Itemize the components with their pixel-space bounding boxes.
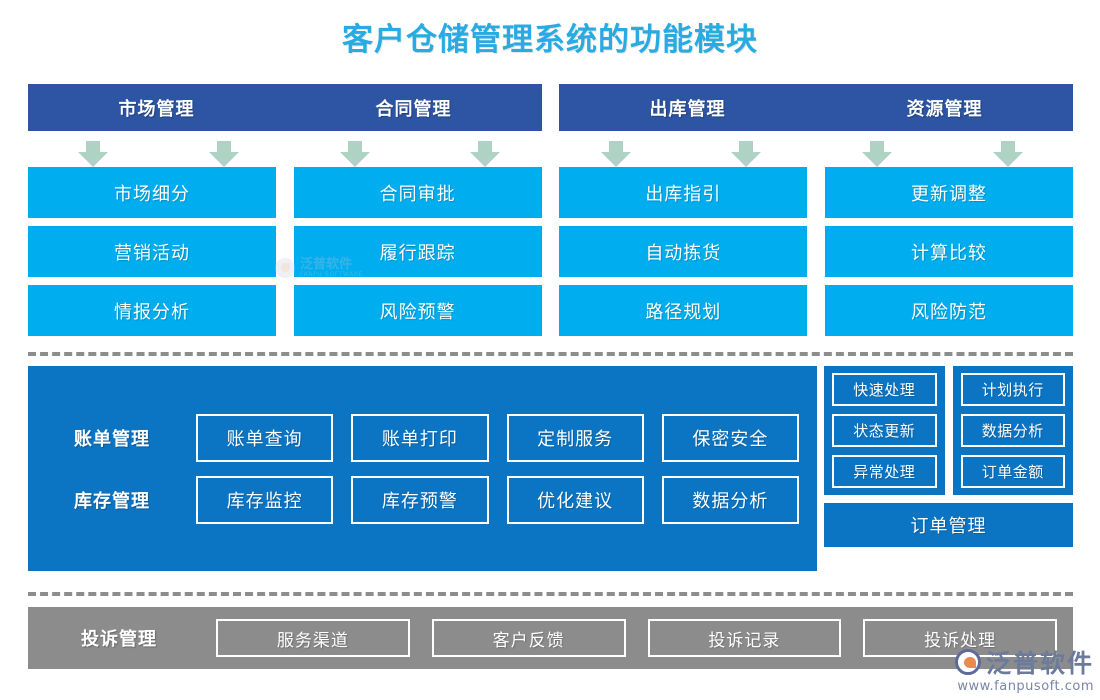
header-market-management[interactable]: 市场管理 <box>118 98 195 120</box>
module-box[interactable]: 营销活动 <box>28 226 276 277</box>
inventory-cell[interactable]: 库存预警 <box>351 475 489 524</box>
billing-cell[interactable]: 保密安全 <box>661 413 799 462</box>
module-column-contract: 合同审批 履行跟踪 风险预警 <box>293 167 542 336</box>
arrow-group-3 <box>551 141 812 167</box>
order-cell[interactable]: 数据分析 <box>960 414 1065 447</box>
module-column-outbound: 出库指引 自动拣货 路径规划 <box>559 167 808 336</box>
order-cell[interactable]: 快速处理 <box>832 373 937 406</box>
inventory-cell[interactable]: 库存监控 <box>196 475 334 524</box>
module-box[interactable]: 路径规划 <box>559 285 808 336</box>
diagram-canvas: 市场管理 合同管理 出库管理 资源管理 市场细分 营销活动 <box>28 0 1073 700</box>
middle-section: 账单管理 账单查询 账单打印 定制服务 保密安全 库存管理 库存监控 库存预警 … <box>28 366 1073 582</box>
complaint-cell[interactable]: 投诉记录 <box>647 619 842 657</box>
module-box[interactable]: 计算比较 <box>824 226 1073 277</box>
inventory-cell[interactable]: 数据分析 <box>661 475 799 524</box>
page-title: 客户仓储管理系统的功能模块 <box>342 22 758 58</box>
billing-cell[interactable]: 定制服务 <box>506 413 644 462</box>
complaint-section: 投诉管理 服务渠道 客户反馈 投诉记录 投诉处理 <box>28 607 1073 669</box>
divider-top <box>28 352 1073 356</box>
module-grid: 市场细分 营销活动 情报分析 合同审批 履行跟踪 风险预警 出库指引 自动拣货 … <box>28 167 1073 336</box>
arrow-down-icon <box>862 141 893 167</box>
header-bar-left: 市场管理 合同管理 <box>28 84 542 131</box>
module-box[interactable]: 出库指引 <box>559 167 808 218</box>
arrow-down-icon <box>992 141 1023 167</box>
billing-cell[interactable]: 账单打印 <box>351 413 489 462</box>
arrow-down-icon <box>470 141 501 167</box>
arrow-down-icon <box>731 141 762 167</box>
order-cell[interactable]: 状态更新 <box>832 414 937 447</box>
module-box[interactable]: 情报分析 <box>28 285 276 336</box>
complaint-cell[interactable]: 投诉处理 <box>863 619 1057 657</box>
module-box[interactable]: 市场细分 <box>28 167 276 218</box>
module-box[interactable]: 自动拣货 <box>559 226 808 277</box>
module-box[interactable]: 履行跟踪 <box>293 226 542 277</box>
order-management-label[interactable]: 订单管理 <box>824 503 1073 547</box>
module-box[interactable]: 风险预警 <box>293 285 542 336</box>
arrow-group-4 <box>812 141 1073 167</box>
header-bar-right: 出库管理 资源管理 <box>559 84 1073 131</box>
billing-cell[interactable]: 账单查询 <box>196 413 334 462</box>
order-grid: 快速处理 状态更新 异常处理 计划执行 数据分析 订单金额 <box>824 366 1073 495</box>
top-header-row: 市场管理 合同管理 出库管理 资源管理 <box>28 84 1073 131</box>
inventory-cell[interactable]: 优化建议 <box>506 475 644 524</box>
order-panel: 快速处理 状态更新 异常处理 计划执行 数据分析 订单金额 订单管理 <box>824 366 1073 547</box>
order-cell[interactable]: 订单金额 <box>960 455 1065 488</box>
divider-bottom <box>28 592 1073 596</box>
arrow-down-icon <box>600 141 631 167</box>
order-grid-column-left: 快速处理 状态更新 异常处理 <box>824 366 945 495</box>
arrow-row <box>28 141 1073 167</box>
module-box[interactable]: 更新调整 <box>824 167 1073 218</box>
header-outbound-management[interactable]: 出库管理 <box>649 98 726 120</box>
complaint-management-label: 投诉管理 <box>81 629 157 650</box>
arrow-group-1 <box>28 141 289 167</box>
order-grid-column-right: 计划执行 数据分析 订单金额 <box>952 366 1073 495</box>
billing-management-label: 账单管理 <box>74 428 150 450</box>
inventory-row: 库存管理 库存监控 库存预警 优化建议 数据分析 <box>46 475 799 524</box>
module-box[interactable]: 合同审批 <box>293 167 542 218</box>
header-contract-management[interactable]: 合同管理 <box>375 98 452 120</box>
module-column-resource: 更新调整 计算比较 风险防范 <box>824 167 1073 336</box>
arrow-down-icon <box>339 141 370 167</box>
complaint-cell[interactable]: 服务渠道 <box>216 619 410 657</box>
billing-row: 账单管理 账单查询 账单打印 定制服务 保密安全 <box>46 413 799 462</box>
order-cell[interactable]: 计划执行 <box>960 373 1065 406</box>
arrow-down-icon <box>78 141 109 167</box>
order-cell[interactable]: 异常处理 <box>832 455 937 488</box>
module-column-market: 市场细分 营销活动 情报分析 <box>28 167 276 336</box>
header-resource-management[interactable]: 资源管理 <box>906 98 983 120</box>
complaint-cell[interactable]: 客户反馈 <box>431 619 626 657</box>
module-box[interactable]: 风险防范 <box>824 285 1073 336</box>
billing-inventory-panel: 账单管理 账单查询 账单打印 定制服务 保密安全 库存管理 库存监控 库存预警 … <box>28 366 817 571</box>
inventory-management-label: 库存管理 <box>74 490 150 512</box>
arrow-group-2 <box>289 141 550 167</box>
arrow-down-icon <box>208 141 239 167</box>
